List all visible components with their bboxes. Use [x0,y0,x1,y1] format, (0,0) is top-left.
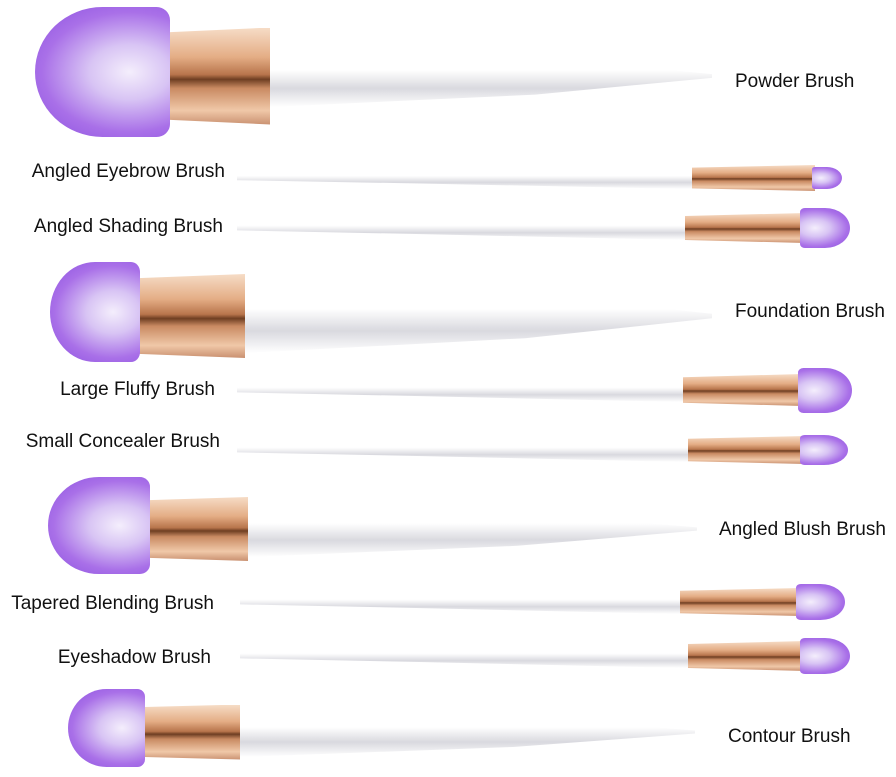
brush-handle [237,167,692,189]
brush-label: Powder Brush [735,71,855,92]
brush-handle [237,438,688,462]
brush-ferrule [688,436,805,464]
brush-handle [240,590,680,614]
brush-label: Contour Brush [728,726,851,747]
brush-label: Large Fluffy Brush [60,379,215,400]
brush-bristles [48,476,150,574]
brush-handle [237,378,683,402]
brush-ferrule [165,27,270,125]
brush-bristles [800,435,848,465]
brush-handle [240,644,688,668]
brush-bristles [800,638,850,674]
brush-handle [240,707,695,757]
brush-bristles [50,262,140,362]
brush-ferrule [135,274,245,358]
brush-ferrule [135,704,240,760]
brush-bristles [796,584,845,620]
brush-ferrule [685,213,805,243]
brush-ferrule [683,374,802,406]
brush-ferrule [680,588,800,616]
brush-handle [237,216,685,240]
brush-handle [245,279,712,353]
brush-ferrule [692,165,815,191]
brush-label: Angled Eyebrow Brush [31,161,225,182]
brush-bristles [812,167,842,189]
brush-bristles [35,7,170,137]
brush-bristles [798,367,852,413]
brush-ferrule [145,497,248,561]
brush-handle [248,501,697,557]
brush-label: Angled Shading Brush [33,216,223,237]
brush-label: Angled Blush Brush [719,519,886,540]
brush-label: Eyeshadow Brush [57,647,211,668]
brush-handle [270,45,712,107]
brush-label: Tapered Blending Brush [11,593,214,614]
brush-label: Foundation Brush [735,301,885,322]
brush-bristles [68,689,145,767]
brush-bristles [800,208,850,248]
brush-label: Small Concealer Brush [25,431,220,452]
brush-ferrule [688,641,805,671]
